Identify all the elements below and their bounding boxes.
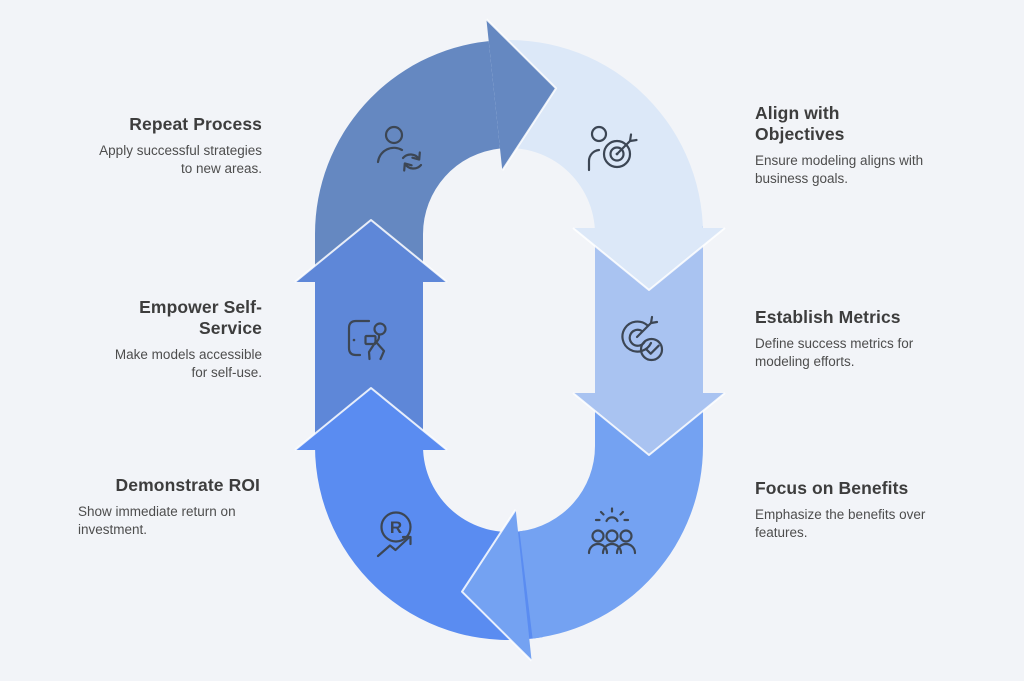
target-check-icon (621, 315, 664, 362)
step-desc-demonstrate-roi: Show immediate return on investment. (78, 504, 236, 537)
step-title-focus-benefits: Focus on Benefits (755, 478, 909, 498)
arrowhead-establish-metrics (573, 393, 725, 455)
step-block-empower-self-service: Empower Self- Service Make models access… (22, 297, 262, 382)
step-desc-repeat-process: Apply successful strategies to new areas… (99, 143, 262, 176)
step-block-repeat-process: Repeat Process Apply successful strategi… (22, 114, 262, 178)
user-target-icon (587, 125, 638, 172)
user-refresh-icon (376, 125, 423, 172)
step-desc-empower-self-service: Make models accessible for self-use. (114, 347, 262, 380)
arrowhead-empower-service (295, 220, 447, 282)
arrowhead-edge-empower (294, 219, 448, 283)
cycle-segment-repeat-process (315, 41, 500, 282)
arrowhead-align-objectives (573, 228, 725, 290)
step-title-align-objectives: Align with Objectives (755, 103, 845, 144)
step-title-repeat-process: Repeat Process (129, 114, 262, 134)
roi-arrow-icon: R (376, 511, 412, 558)
arrowhead-edge-metrics (572, 392, 726, 456)
cycle-segment-focus-on-benefits (519, 390, 703, 639)
audience-icon (587, 507, 637, 555)
door-exit-icon (347, 319, 387, 361)
step-desc-focus-benefits: Emphasize the benefits over features. (755, 507, 926, 540)
arrowhead-demonstrate-roi (295, 388, 447, 450)
step-title-empower-self-service: Empower Self- Service (139, 297, 262, 338)
step-desc-align-objectives: Ensure modeling aligns with business goa… (755, 153, 924, 186)
roi-letter: R (390, 518, 402, 537)
arrowhead-edge-repeat (485, 18, 557, 171)
cycle-arrowheads (294, 18, 726, 662)
arrowhead-edge-roi (294, 387, 448, 451)
step-block-demonstrate-roi: Demonstrate ROI Show immediate return on… (78, 475, 260, 539)
arrowhead-focus-benefits (462, 509, 532, 661)
step-title-establish-metrics: Establish Metrics (755, 307, 901, 327)
step-block-align-objectives: Align with Objectives Ensure modeling al… (755, 103, 965, 188)
step-block-establish-metrics: Establish Metrics Define success metrics… (755, 307, 965, 371)
cycle-segment-empower-self-service (315, 282, 423, 446)
step-block-focus-benefits: Focus on Benefits Emphasize the benefits… (755, 478, 965, 542)
step-title-demonstrate-roi: Demonstrate ROI (115, 475, 260, 495)
step-desc-establish-metrics: Define success metrics for modeling effo… (755, 336, 914, 369)
arrowhead-edge-align (572, 227, 726, 291)
arrowhead-repeat-process (486, 19, 556, 171)
arrowhead-edge-benefits (461, 509, 533, 662)
